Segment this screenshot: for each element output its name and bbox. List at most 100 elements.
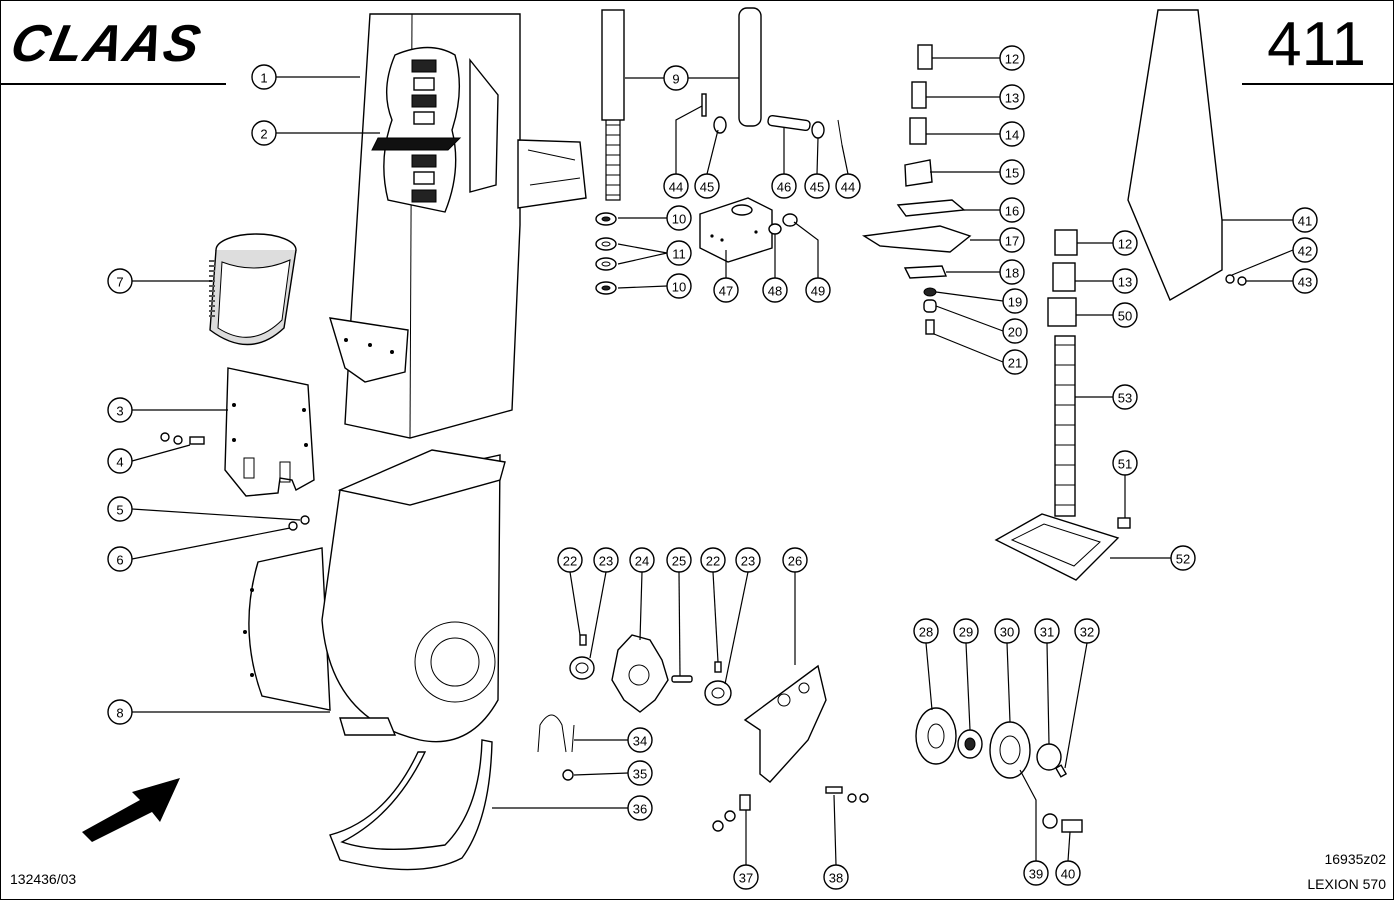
callout-circle — [107, 448, 133, 474]
mounting-block — [699, 197, 798, 263]
callout-circle — [999, 259, 1025, 285]
part-callout: 38 — [823, 864, 849, 890]
callout-label: 34 — [633, 734, 647, 749]
callout-circle — [700, 547, 726, 573]
part-callout: 4 — [107, 448, 133, 474]
part-callout: 26 — [782, 547, 808, 573]
callout-label: 25 — [672, 554, 686, 569]
callout-label: 23 — [741, 554, 755, 569]
callout-circle — [953, 618, 979, 644]
part-callout: 22 — [700, 547, 726, 573]
callout-label: 30 — [1000, 625, 1014, 640]
part-callout: 35 — [627, 760, 653, 786]
callout-label: 38 — [829, 871, 843, 886]
callout-label: 6 — [116, 553, 123, 568]
part-callout: 13 — [1112, 268, 1138, 294]
part-callout: 43 — [1292, 268, 1318, 294]
callout-label: 18 — [1005, 266, 1019, 281]
part-callout: 44 — [835, 173, 861, 199]
callout-label: 8 — [116, 706, 123, 721]
part-callout: 40 — [1055, 860, 1081, 886]
callout-circle — [694, 173, 720, 199]
callout-label: 10 — [672, 280, 686, 295]
callout-label: 5 — [116, 503, 123, 518]
cover-plate — [224, 367, 315, 497]
callout-label: 9 — [672, 72, 679, 87]
part-callout: 13 — [999, 84, 1025, 110]
part-callout: 8 — [107, 699, 133, 725]
side-panel — [1127, 9, 1247, 302]
part-callout: 39 — [1023, 860, 1049, 886]
callout-circle — [913, 618, 939, 644]
callout-circle — [593, 547, 619, 573]
part-callout: 15 — [999, 159, 1025, 185]
callout-circle — [713, 277, 739, 303]
callout-circle — [251, 64, 277, 90]
callout-label: 12 — [1118, 237, 1132, 252]
document-code: 132436/03 — [10, 871, 77, 887]
part-callout: 30 — [994, 618, 1020, 644]
bearing-assembly — [915, 707, 1083, 833]
callout-label: 45 — [810, 180, 824, 195]
callout-label: 26 — [788, 554, 802, 569]
callout-label: 36 — [633, 802, 647, 817]
callout-label: 11 — [672, 247, 686, 262]
part-callout: 51 — [1112, 450, 1138, 476]
callout-label: 48 — [768, 284, 782, 299]
chain-links-upper — [411, 59, 437, 203]
part-callout: 22 — [557, 547, 583, 573]
u-bolt — [537, 714, 575, 781]
part-callout: 25 — [666, 547, 692, 573]
part-callout: 10 — [666, 205, 692, 231]
part-callout: 24 — [629, 547, 655, 573]
callout-circle — [999, 121, 1025, 147]
part-callout: 44 — [663, 173, 689, 199]
part-callout: 42 — [1292, 237, 1318, 263]
paddle-plate — [371, 137, 462, 151]
callout-circle — [1112, 384, 1138, 410]
callout-label: 29 — [959, 625, 973, 640]
part-callout: 50 — [1112, 302, 1138, 328]
part-callout: 45 — [694, 173, 720, 199]
part-callout: 41 — [1292, 207, 1318, 233]
part-callout: 48 — [762, 277, 788, 303]
nut-washer-stack — [595, 212, 617, 295]
callout-circle — [1112, 450, 1138, 476]
callout-label: 13 — [1005, 91, 1019, 106]
callout-circle — [627, 727, 653, 753]
callout-label: 1 — [260, 71, 267, 86]
callout-label: 52 — [1176, 552, 1190, 567]
callout-circle — [627, 760, 653, 786]
part-callout: 18 — [999, 259, 1025, 285]
part-callout: 3 — [107, 397, 133, 423]
part-callout: 14 — [999, 121, 1025, 147]
callout-label: 10 — [672, 212, 686, 227]
callout-circle — [999, 159, 1025, 185]
leader-lines — [131, 57, 1294, 866]
part-callout: 17 — [999, 227, 1025, 253]
part-callout: 9 — [663, 65, 689, 91]
callout-circle — [1112, 302, 1138, 328]
callout-circle — [1112, 230, 1138, 256]
page-number: 411 — [1267, 10, 1366, 79]
drive-rods — [601, 7, 762, 201]
callout-circle — [1292, 207, 1318, 233]
callout-circle — [107, 268, 133, 294]
callout-label: 45 — [700, 180, 714, 195]
callout-circle — [666, 547, 692, 573]
callout-circle — [1170, 545, 1196, 571]
callout-circle — [629, 547, 655, 573]
callout-label: 39 — [1029, 867, 1043, 882]
callout-label: 4 — [116, 455, 123, 470]
callout-label: 22 — [706, 554, 720, 569]
direction-arrow — [82, 778, 180, 842]
callout-circle — [823, 864, 849, 890]
pins-and-washers — [701, 93, 843, 146]
callout-label: 12 — [1005, 52, 1019, 67]
callout-label: 16 — [1005, 204, 1019, 219]
callout-circle — [804, 173, 830, 199]
callout-circle — [999, 197, 1025, 223]
callout-label: 47 — [719, 284, 733, 299]
